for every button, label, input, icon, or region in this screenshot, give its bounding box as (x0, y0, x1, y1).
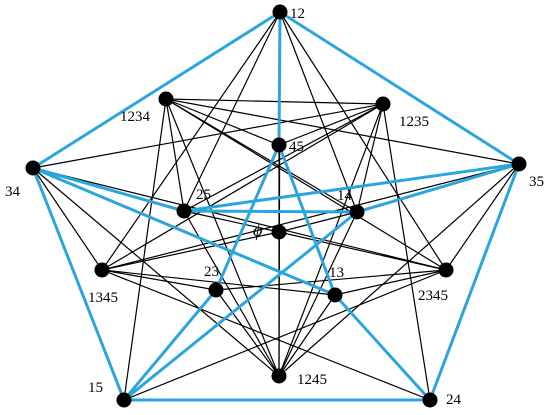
node-1235 (375, 96, 391, 112)
node-label-1245: 1245 (297, 372, 327, 388)
blue-edge-24-35 (428, 162, 521, 402)
black-edge-25-phi (183, 210, 280, 233)
node-13 (327, 287, 343, 303)
black-edge-12-14 (279, 11, 358, 213)
blue-edge-45-23 (214, 143, 281, 292)
black-edge-14-phi (278, 211, 358, 233)
node-label-1345: 1345 (88, 290, 118, 306)
node-label-1235: 1235 (399, 114, 429, 130)
blue-edge-25-34 (31, 166, 186, 213)
node-label-15: 15 (88, 380, 103, 396)
blue-edge-12-34 (31, 10, 282, 170)
blue-edge-12-45 (277, 10, 282, 147)
black-edge-34-1345 (32, 167, 103, 271)
node-labels: 12 1234 1235 45 34 35 25 14 ϕ 1345 2345 23 13 1245 15 2… (5, 6, 544, 408)
blue-edge-14-35 (355, 162, 521, 214)
black-edge-34-1245 (32, 167, 280, 377)
blue-edge-35-12 (278, 10, 521, 166)
black-edge-phi-1345 (101, 231, 280, 271)
node-12 (272, 4, 288, 20)
black-edge-phi-2345 (278, 231, 447, 271)
blue-edge-13-24 (333, 293, 432, 402)
node-label-14: 14 (337, 188, 353, 204)
node-23 (208, 282, 224, 298)
blue-edge-25-14 (182, 209, 359, 214)
black-edge-35-1245 (278, 163, 520, 377)
node-label-phi: ϕ (253, 220, 262, 240)
node-label-23: 23 (204, 264, 219, 280)
node-14 (349, 204, 365, 220)
node-label-2345: 2345 (418, 288, 448, 304)
black-edge-1234-15 (123, 98, 167, 401)
black-edge-35-2345 (445, 163, 520, 271)
black-edges (32, 11, 520, 401)
black-edge-1234-2345 (165, 98, 447, 271)
black-edge-1234-25 (165, 98, 185, 212)
blue-edge-13-45 (277, 143, 337, 297)
node-25 (176, 203, 192, 219)
blue-edge-15-14 (122, 210, 359, 402)
black-edge-1345-23 (101, 269, 217, 291)
black-edge-12-1345 (101, 11, 281, 271)
node-1245 (271, 368, 287, 384)
black-edge-1345-24 (101, 269, 431, 401)
node-label-1234: 1234 (120, 109, 151, 125)
black-edge-1235-45 (278, 103, 384, 146)
black-edge-1245-13 (278, 294, 336, 377)
node-35 (511, 156, 527, 172)
node-label-12: 12 (290, 6, 305, 22)
black-edge-1245-14 (278, 211, 358, 377)
black-edge-1234-1245 (165, 98, 280, 377)
blue-edge-35-25 (182, 162, 521, 213)
black-edge-2345-15 (123, 269, 447, 401)
node-34 (25, 160, 41, 176)
node-1234 (158, 91, 174, 107)
node-label-24: 24 (446, 392, 462, 408)
blue-edges (31, 10, 521, 402)
node-15 (116, 392, 132, 408)
node-label-35: 35 (529, 174, 544, 190)
blue-edge-34-15 (31, 166, 126, 402)
node-label-25: 25 (196, 187, 211, 203)
node-label-34: 34 (5, 184, 21, 200)
black-edge-1234-1235 (165, 98, 384, 105)
blue-edge-34-13 (31, 166, 337, 297)
node-2345 (438, 262, 454, 278)
black-edge-1234-45 (165, 98, 280, 146)
node-phi (271, 224, 287, 240)
node-24 (422, 392, 438, 408)
node-label-45: 45 (289, 139, 304, 155)
black-edge-1235-14 (356, 103, 384, 213)
black-edge-35-1345 (101, 163, 520, 271)
black-edge-1245-25 (183, 210, 280, 377)
black-edge-1245-23 (215, 289, 280, 377)
black-edge-1235-1345 (101, 103, 384, 271)
blue-edge-23-15 (122, 288, 218, 402)
black-edge-1235-34 (32, 103, 384, 169)
black-edge-1234-35 (165, 98, 520, 165)
node-label-13: 13 (329, 265, 344, 281)
nodes (25, 4, 527, 408)
node-1345 (94, 262, 110, 278)
black-edge-12-2345 (279, 11, 447, 271)
black-edge-2345-13 (334, 269, 447, 296)
black-edge-1235-24 (382, 103, 431, 401)
node-45 (271, 137, 287, 153)
black-edge-34-2345 (32, 167, 447, 271)
